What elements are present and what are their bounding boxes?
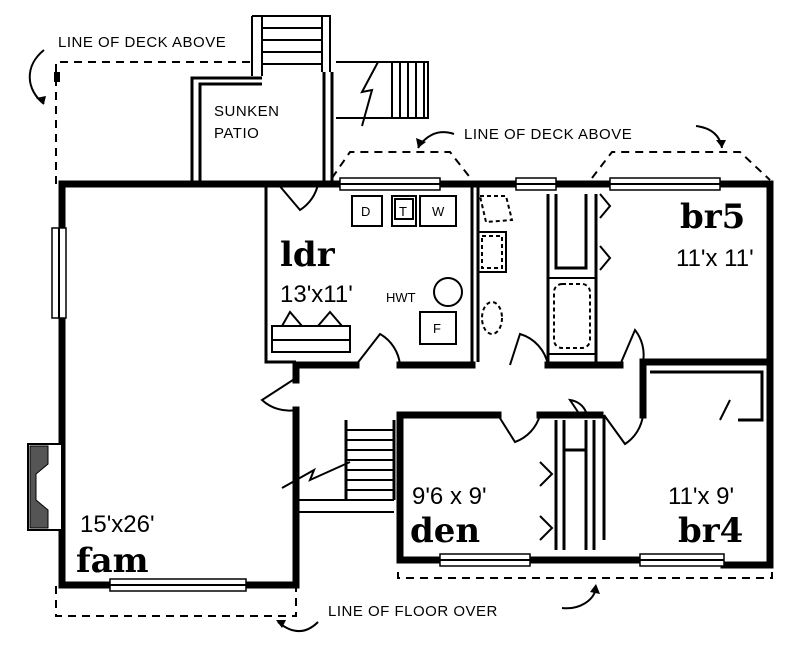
interior-stairs [281,420,396,513]
room-ldr-dims: 13'x11' [280,281,353,308]
floor-over-label: LINE OF FLOOR OVER [328,603,498,620]
deck-above-label-left: LINE OF DECK ABOVE [58,34,226,51]
room-br4-name: br4 [678,511,743,551]
deck-outline-left [54,61,252,184]
dryer-label: D [361,204,370,219]
furnace-label: F [433,321,441,336]
fireplace [27,443,63,531]
deck-outline-right [331,151,771,181]
deck-above-label-right: LINE OF DECK ABOVE [464,126,632,143]
sunken-label-line1: SUNKEN [214,103,280,120]
sunken-label-line2: PATIO [214,125,259,142]
room-ldr-name: ldr [280,235,336,275]
room-br5-name: br5 [680,197,745,237]
laundry-counter [271,325,351,353]
room-fam-dims: 15'x26' [80,511,155,538]
deck-arrow-right-1 [417,131,455,149]
room-den-dims: 9'6 x 9' [412,483,487,510]
room-fam-name: fam [76,541,149,581]
doors [260,183,731,541]
deck-arrow-right-2 [695,125,723,149]
floor-over-outline [55,566,773,617]
bath-fixtures [477,195,597,355]
washer-label: W [432,204,445,219]
laundry-appliances: D T W HWT F [351,195,463,345]
deck-arrow-left [28,49,45,105]
room-br4-dims: 11'x 9' [668,483,734,510]
exterior-stair-upper [251,15,331,76]
exterior-stair-right [336,61,429,127]
room-br5-dims: 11'x 11' [676,245,754,272]
windows [51,177,725,592]
room-den-name: den [410,511,480,551]
tub-label: T [399,204,407,219]
sunken-patio: SUNKEN PATIO [190,72,334,182]
water-heater-label: HWT [386,290,416,305]
